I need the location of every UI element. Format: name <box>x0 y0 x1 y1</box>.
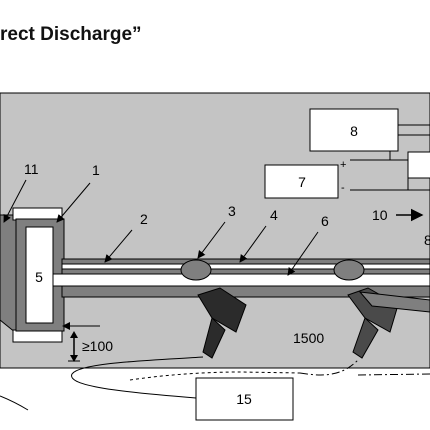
leader-4 <box>239 225 267 263</box>
label-15: 15 <box>236 391 252 407</box>
gap-arrow-down-icon <box>70 355 78 362</box>
nozzle-link <box>358 291 430 313</box>
label-2: 2 <box>140 211 148 227</box>
cable-dash-dot-right <box>357 373 430 376</box>
cable-lower-left <box>0 395 29 411</box>
gas-valve-left <box>180 259 212 281</box>
cable-solid <box>71 356 204 399</box>
label-8-right: 8 <box>424 232 430 248</box>
leader-11 <box>3 179 27 223</box>
box-7-power-supply <box>264 164 339 199</box>
frame-top-plate <box>12 207 63 221</box>
label-5: 5 <box>35 269 43 285</box>
cable-dash-dot <box>299 359 359 376</box>
label-minus: - <box>341 182 345 194</box>
label-6: 6 <box>321 213 329 229</box>
label-10: 10 <box>372 207 388 223</box>
diagram-title: rect Discharge” <box>0 24 142 45</box>
gas-valve-right <box>333 259 365 281</box>
nozzle-right-tip <box>352 317 379 359</box>
label-7: 7 <box>298 174 306 190</box>
label-11: 11 <box>24 161 39 177</box>
box-8-instrument <box>309 108 399 152</box>
box-15-controller <box>195 377 294 421</box>
nozzle-left-tip <box>202 317 226 359</box>
inner-channel <box>52 273 430 287</box>
leader-6 <box>287 231 319 276</box>
box-right-partial <box>407 151 430 179</box>
label-length: 1500 <box>293 330 324 346</box>
label-1: 1 <box>92 162 100 178</box>
frame-bottom-plate <box>12 329 63 343</box>
gap-arrow-up-icon <box>70 331 78 338</box>
cable-dashed <box>129 371 301 381</box>
nozzle-left <box>197 287 247 333</box>
electrode-rod <box>61 263 430 270</box>
label-4: 4 <box>270 207 278 223</box>
frame-left-bracket <box>0 214 17 335</box>
leader-3 <box>197 221 226 259</box>
leader-2 <box>104 229 133 263</box>
label-3: 3 <box>228 203 236 219</box>
label-8-top: 8 <box>350 123 358 139</box>
leader-1 <box>56 182 91 223</box>
label-gap: ≥100 <box>82 338 113 354</box>
label-plus: + <box>340 159 346 171</box>
